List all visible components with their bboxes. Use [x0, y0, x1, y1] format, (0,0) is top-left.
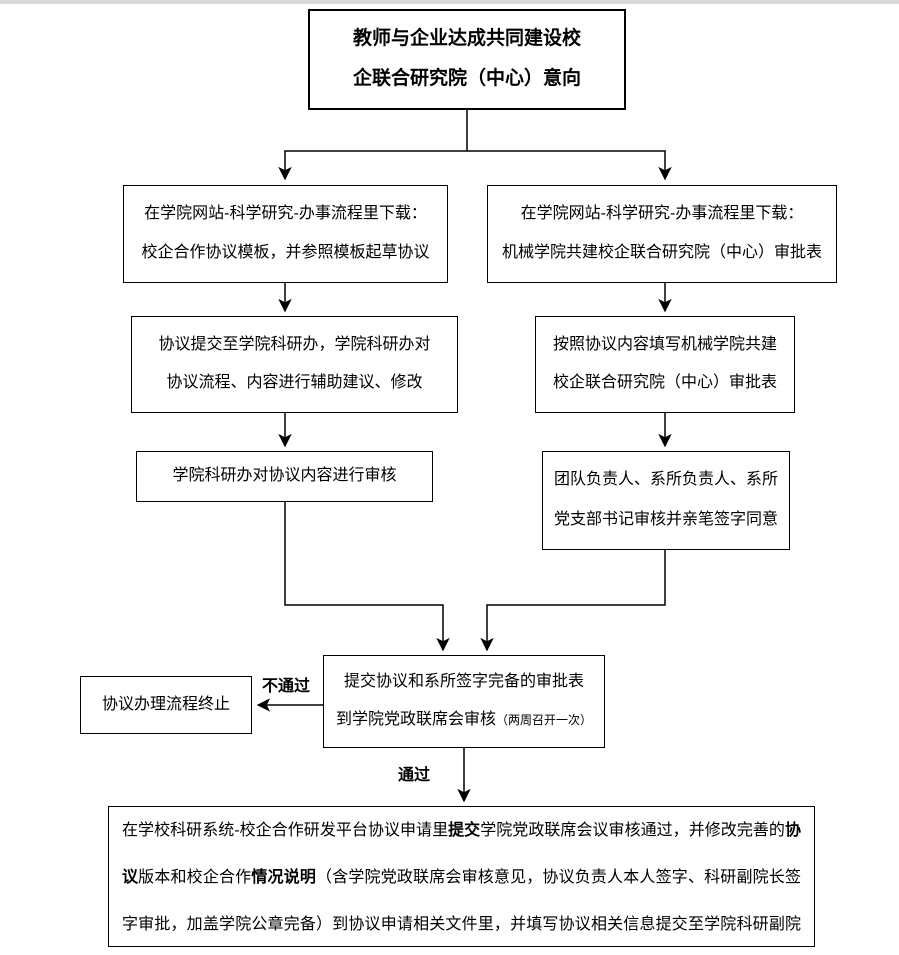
intent-line-2: 企联合研究院（中心）意向 — [352, 68, 581, 90]
left-review-box: 学院科研办对协议内容进行审核 — [136, 451, 433, 502]
joint-meeting-review-box: 提交协议和系所签字完备的审批表 到学院党政联席会审核（两周召开一次） — [323, 655, 605, 748]
right-download-line-2: 机械学院共建校企联合研究院（中心）审批表 — [501, 244, 822, 262]
merge-line-2-note: （两周召开一次） — [496, 712, 593, 727]
page-top-edge — [0, 0, 899, 4]
merge-line-1: 提交协议和系所签字完备的审批表 — [343, 673, 584, 691]
final-seg-7: （含学院党政联席会审核意见，协议负责人本人签字、科研副院长签字审批，加盖学院公章… — [122, 869, 801, 933]
right-fill-line-2: 校企联合研究院（中心）审批表 — [552, 374, 777, 392]
right-sign-approval-box: 团队负责人、系所负责人、系所 党支部书记审核并亲笔签字同意 — [542, 451, 790, 550]
pass-edge-label: 通过 — [398, 767, 431, 784]
right-fill-line-1: 按照协议内容填写机械学院共建 — [552, 335, 777, 353]
left-submit-agreement-box: 协议提交至学院科研办，学院科研办对 协议流程、内容进行辅助建议、修改 — [131, 316, 458, 413]
right-download-form-box: 在学院网站-科学研究-办事流程里下载： 机械学院共建校企联合研究院（中心）审批表 — [487, 185, 837, 283]
fail-edge-label: 不通过 — [262, 678, 311, 695]
right-fill-form-box: 按照协议内容填写机械学院共建 校企联合研究院（中心）审批表 — [535, 316, 795, 413]
terminate-text: 协议办理流程终止 — [101, 695, 230, 713]
left-download-template-box: 在学院网站-科学研究-办事流程里下载： 校企合作协议模板，并参照模板起草协议 — [123, 185, 448, 283]
right-download-line-1: 在学院网站-科学研究-办事流程里下载： — [520, 205, 804, 223]
right-sign-line-1: 团队负责人、系所负责人、系所 — [553, 471, 778, 489]
right-sign-line-2: 党支部书记审核并亲笔签字同意 — [553, 510, 778, 528]
final-submission-box: 在学校科研系统-校企合作研发平台协议申请里提交学院党政联席会议审核通过，并修改完… — [108, 806, 815, 947]
terminate-box: 协议办理流程终止 — [80, 676, 252, 734]
left-download-line-2: 校企合作协议模板，并参照模板起草协议 — [141, 244, 430, 262]
final-seg-3: 学院党政联席会议审核通过，并修改完善的 — [480, 822, 785, 839]
merge-line-2-main: 到学院党政联席会审核 — [335, 710, 496, 728]
final-seg-2-bold: 提交 — [448, 822, 481, 839]
final-seg-4-bold: 协议 — [122, 822, 801, 886]
final-seg-1: 在学校科研系统-校企合作研发平台协议申请里 — [122, 822, 449, 839]
intent-line-1: 教师与企业达成共同建设校 — [352, 27, 581, 49]
left-submit-line-1: 协议提交至学院科研办，学院科研办对 — [158, 335, 431, 353]
merge-line-2: 到学院党政联席会审核（两周召开一次） — [336, 710, 592, 731]
left-review-line-1: 学院科研办对协议内容进行审核 — [172, 467, 397, 485]
intent-box: 教师与企业达成共同建设校 企联合研究院（中心）意向 — [308, 9, 626, 110]
left-submit-line-2: 协议流程、内容进行辅助建议、修改 — [166, 374, 423, 392]
final-seg-5: 版本和校企合作 — [138, 869, 252, 886]
final-seg-6-bold: 情况说明 — [251, 869, 317, 886]
left-download-line-1: 在学院网站-科学研究-办事流程里下载： — [144, 205, 427, 223]
